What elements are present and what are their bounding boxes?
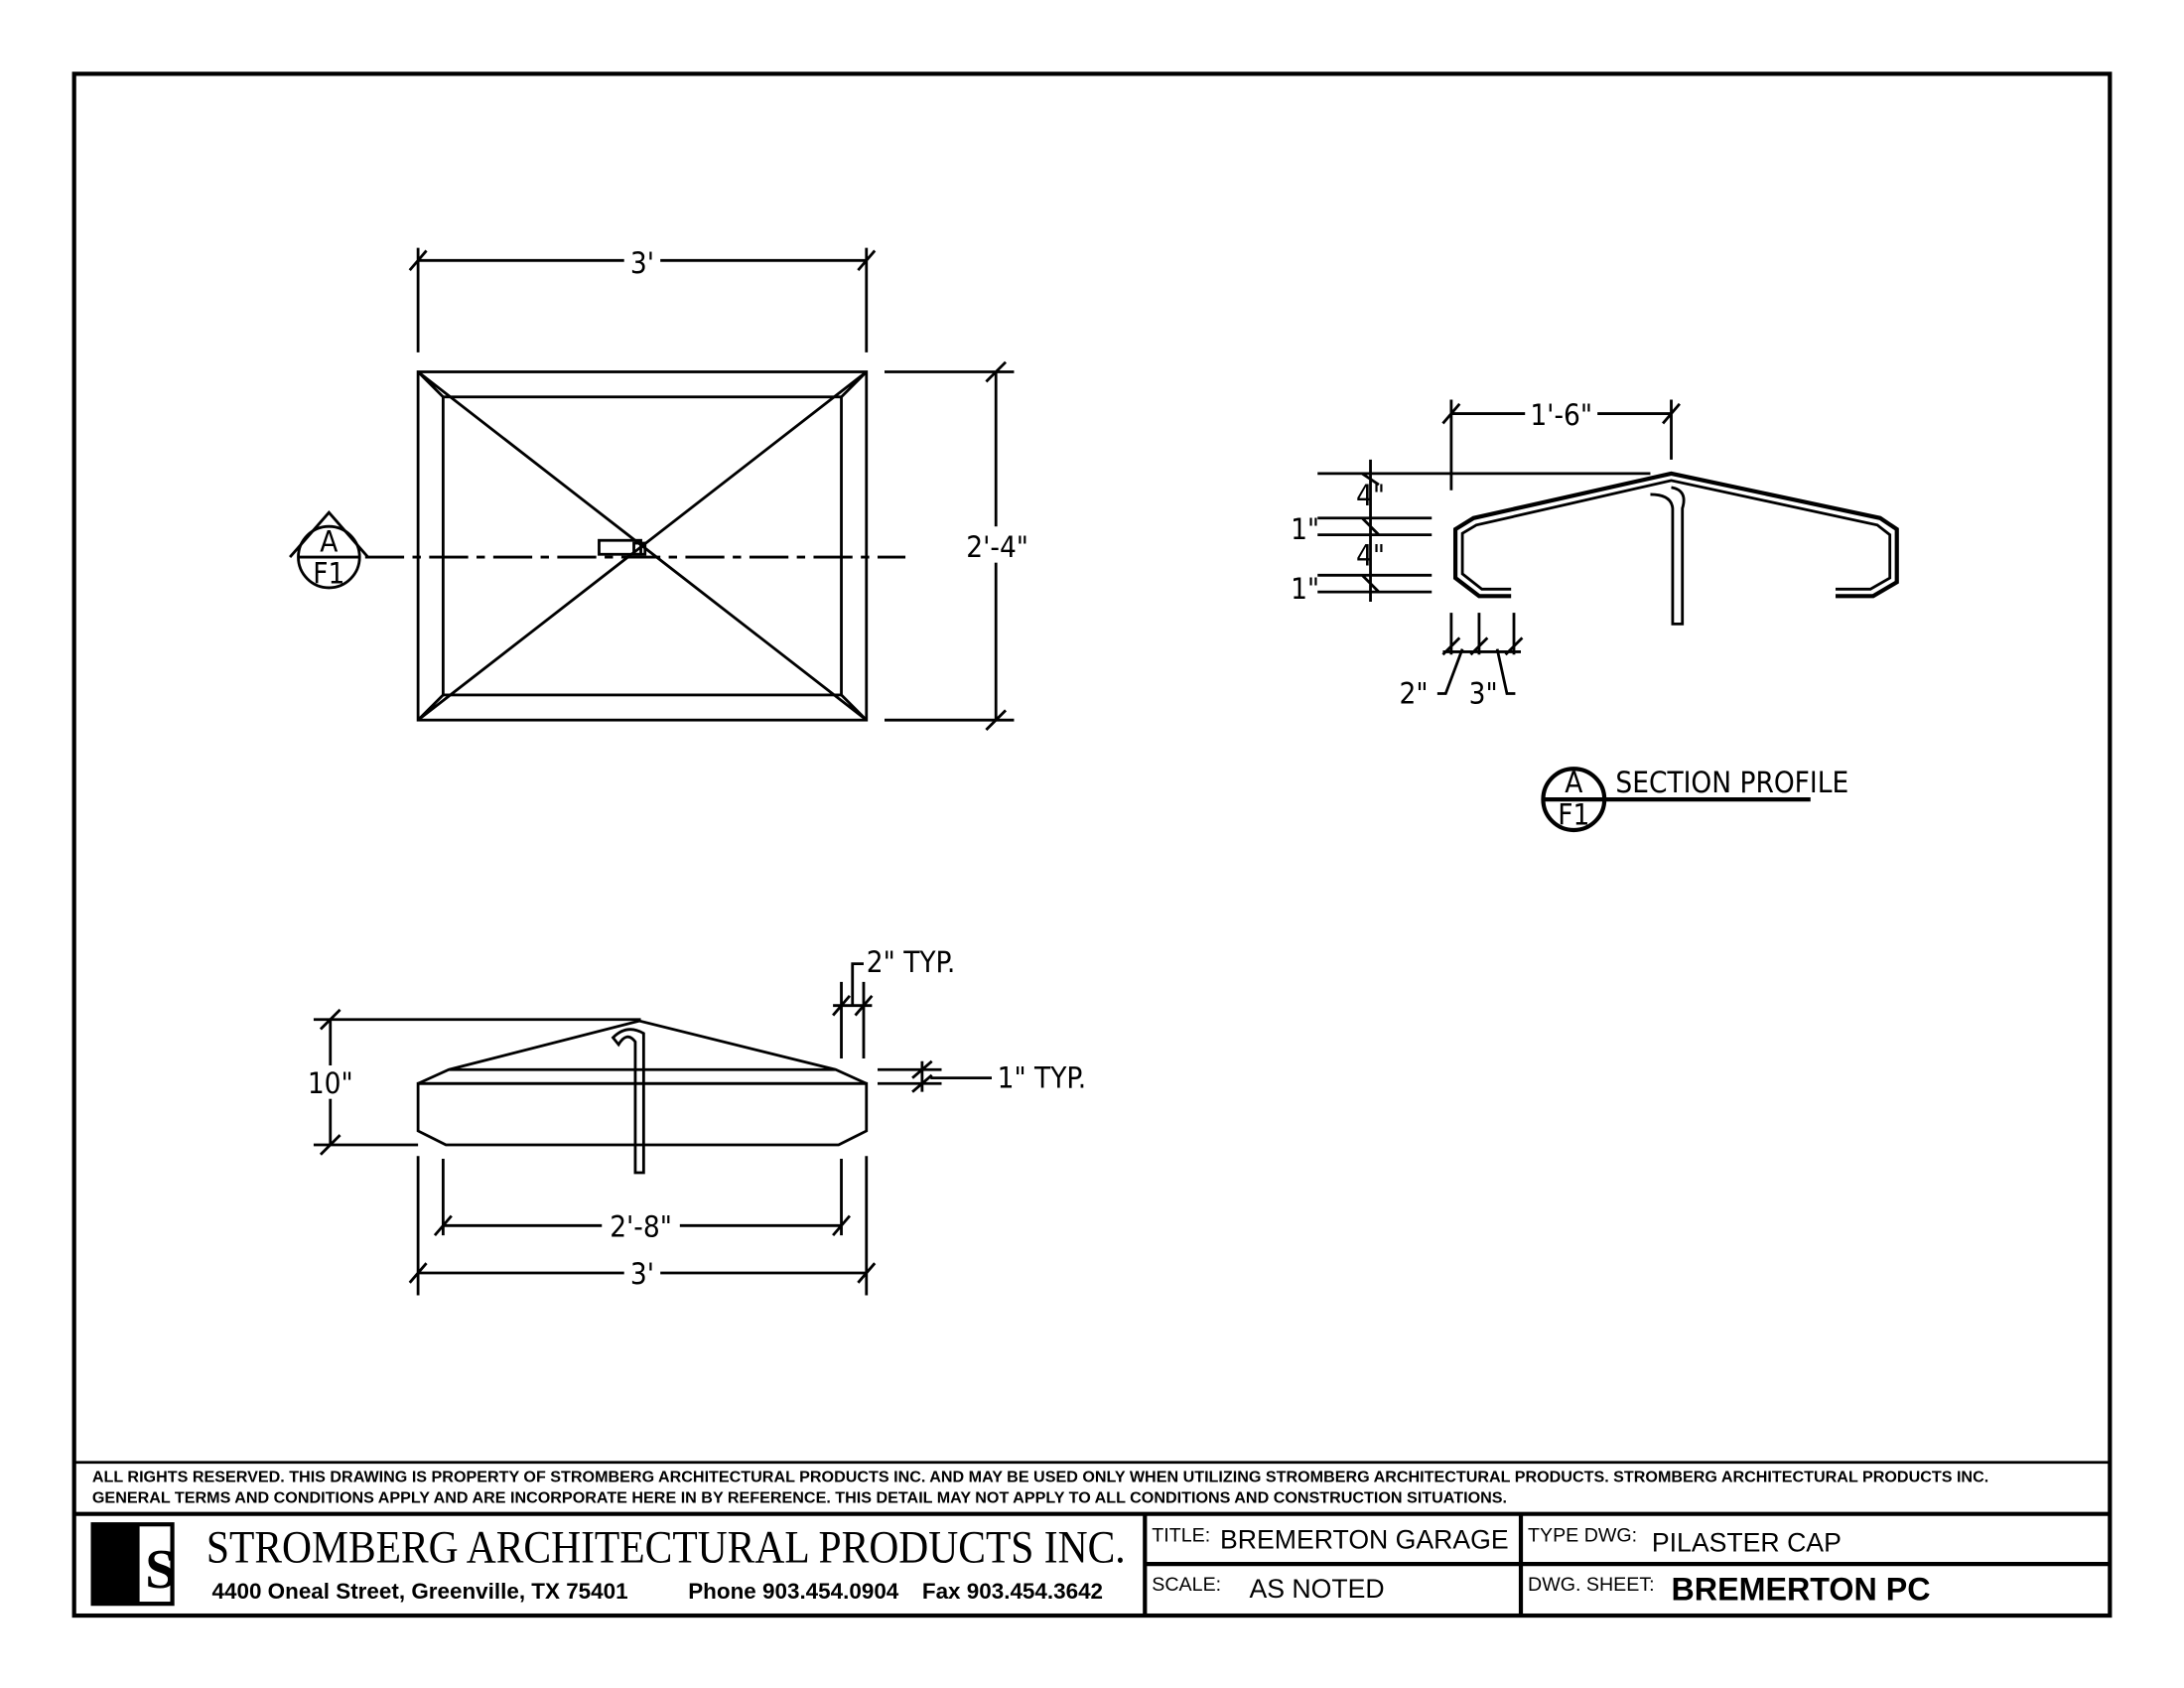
edge-typ-dim: 2" TYP. xyxy=(867,945,956,979)
sheet-value: BREMERTON PC xyxy=(1671,1572,1930,1608)
section-dim-2: 2" xyxy=(1399,676,1428,710)
company-name: STROMBERG ARCHITECTURAL PRODUCTS INC. xyxy=(206,1523,1126,1574)
title-label: TITLE: xyxy=(1152,1525,1210,1547)
elevation-view: 10" 2'-8" 3' 2" TYP. 1" TYP. xyxy=(308,945,1087,1296)
elevation-overall-dim: 3' xyxy=(630,1257,654,1291)
company-address: 4400 Oneal Street, Greenville, TX 75401 xyxy=(212,1579,628,1604)
section-dim-4b: 4" xyxy=(1356,538,1385,572)
disclaimer-line-2: GENERAL TERMS AND CONDITIONS APPLY AND A… xyxy=(92,1488,1507,1506)
sheet-border xyxy=(71,71,2113,1618)
company-phone: Phone 903.454.0904 xyxy=(688,1579,899,1604)
sheet-label: DWG. SHEET: xyxy=(1528,1574,1655,1596)
scale-label: SCALE: xyxy=(1152,1574,1221,1596)
marker-sheet: F1 xyxy=(313,557,344,591)
section-dim-1a: 1" xyxy=(1291,512,1319,546)
type-value: PILASTER CAP xyxy=(1652,1528,1842,1558)
section-dim-1b: 1" xyxy=(1291,572,1319,606)
type-label: TYPE DWG: xyxy=(1528,1525,1637,1547)
section-profile: 1'-6" 4" 1" 4" 1" 2" 3" A F1 SECTION PRO… xyxy=(1291,396,1899,833)
disclaimer-line-1: ALL RIGHTS RESERVED. THIS DRAWING IS PRO… xyxy=(92,1468,1988,1485)
section-dim-4a: 4" xyxy=(1356,479,1385,512)
section-span-dim: 1'-6" xyxy=(1530,398,1592,432)
logo-letter: S xyxy=(145,1539,176,1601)
company-logo: S xyxy=(90,1522,176,1607)
section-mark-sheet: F1 xyxy=(1558,797,1589,831)
elevation-inner-dim: 2'-8" xyxy=(610,1210,672,1244)
plan-view: A F1 3' 2'-4" xyxy=(289,243,1036,731)
marker-letter: A xyxy=(320,524,338,558)
plan-depth-dim: 2'-4" xyxy=(966,530,1028,564)
plan-width-dim: 3' xyxy=(630,246,654,280)
section-mark-letter: A xyxy=(1565,766,1582,799)
section-title: SECTION PROFILE xyxy=(1615,766,1848,799)
section-dim-3: 3" xyxy=(1469,676,1498,710)
section-marker[interactable]: A F1 xyxy=(289,510,369,591)
elevation-height-dim: 10" xyxy=(308,1066,353,1100)
section-label: A F1 SECTION PROFILE xyxy=(1541,766,1848,833)
band-typ-dim: 1" TYP. xyxy=(998,1060,1087,1094)
title-value: BREMERTON GARAGE xyxy=(1220,1525,1509,1555)
company-fax: Fax 903.454.3642 xyxy=(922,1579,1103,1604)
scale-value: AS NOTED xyxy=(1249,1574,1384,1604)
